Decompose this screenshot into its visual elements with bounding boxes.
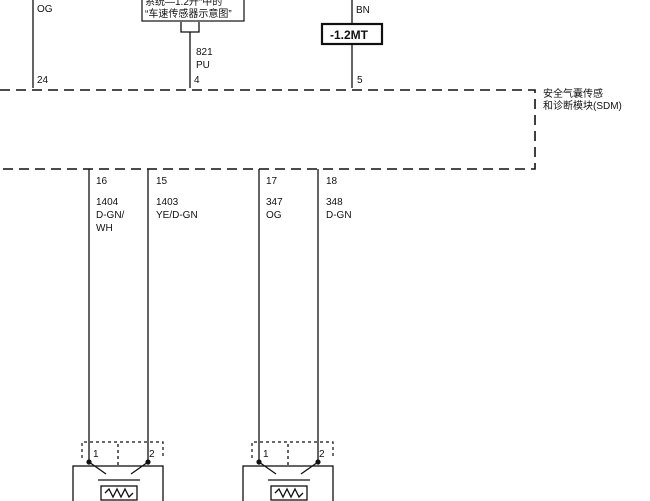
pin-5-label: 5	[357, 75, 363, 86]
sdm-name-line2: 和诊断模块(SDM)	[543, 99, 622, 112]
reference-note-line1: 系统—1.2升“中的	[145, 0, 222, 8]
wire-1403-color: YE/D-GN	[156, 210, 198, 221]
pin-24-label: 24	[37, 75, 49, 86]
squib-connector-1: 1 2	[72, 441, 164, 501]
reference-note-box	[141, 0, 245, 22]
reference-note-line2: “车速传感器示意图”	[145, 7, 232, 20]
wire-right-color: BN	[356, 5, 370, 16]
wire-1404-color-line2: WH	[96, 223, 113, 234]
wire-left-color: OG	[37, 4, 53, 15]
pin-15-label: 15	[156, 176, 168, 187]
wire-1404-color-line1: D-GN/	[96, 210, 125, 221]
connector-1-pin-b: 2	[149, 449, 155, 460]
wire-1403-number: 1403	[156, 197, 179, 208]
connector-2-pin-b: 2	[319, 449, 325, 460]
connector-symbol	[180, 22, 200, 33]
wire-821-number: 821	[196, 47, 213, 58]
wire-348-number: 348	[326, 197, 343, 208]
wire-1404-number: 1404	[96, 197, 119, 208]
connector-1-pin-a: 1	[93, 449, 99, 460]
wire-348-color: D-GN	[326, 210, 352, 221]
wire-347-color: OG	[266, 210, 282, 221]
pin-17-label: 17	[266, 176, 278, 187]
squib-connector-2: 1 2	[242, 441, 334, 501]
sdm-name-line1: 安全气囊传感	[543, 87, 603, 100]
connector-2-pin-a: 1	[263, 449, 269, 460]
sdm-module-outline	[0, 89, 536, 170]
wire-821-color: PU	[196, 60, 210, 71]
pin-4-label: 4	[194, 75, 200, 86]
pin-16-label: 16	[96, 176, 108, 187]
variant-tag-label: -1.2MT	[330, 28, 369, 42]
wire-347-number: 347	[266, 197, 283, 208]
pin-18-label: 18	[326, 176, 338, 187]
